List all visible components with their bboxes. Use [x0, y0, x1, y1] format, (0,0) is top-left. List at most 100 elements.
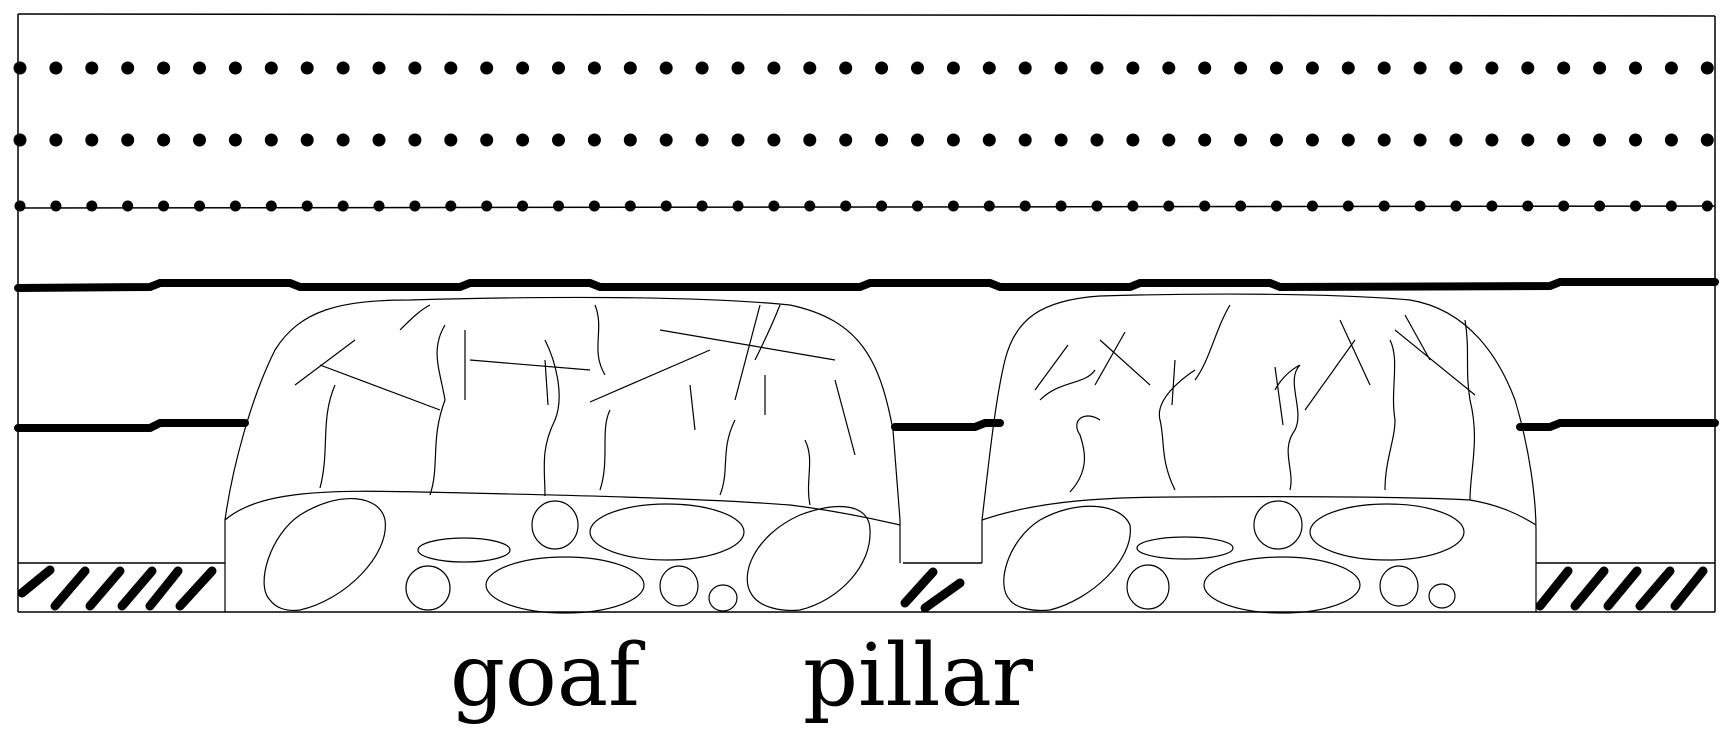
- sand-dot: [193, 133, 206, 147]
- sand-dot: [768, 200, 780, 212]
- sand-dot: [623, 61, 637, 75]
- sand-dot: [982, 61, 996, 75]
- sand-dot: [1449, 61, 1463, 75]
- sand-dot: [1414, 200, 1426, 212]
- upper-seam-line: [14, 278, 1719, 292]
- pillar-label: pillar: [803, 626, 1034, 726]
- sand-dot: [157, 61, 171, 75]
- sand-dot: [1019, 200, 1031, 212]
- sand-dot: [839, 133, 853, 147]
- sand-dot: [1306, 200, 1318, 212]
- goaf-label: goaf: [450, 626, 645, 726]
- sand-dot: [875, 133, 889, 147]
- sand-dot: [696, 200, 708, 212]
- sand-dot: [1235, 200, 1247, 212]
- sand-dot: [1701, 200, 1713, 212]
- coal-seam-lines: [14, 278, 1719, 432]
- sand-dot: [85, 61, 99, 75]
- sand-dot: [1413, 61, 1427, 75]
- sand-dot: [264, 133, 278, 147]
- sand-dot: [1700, 61, 1714, 75]
- sand-dot: [158, 200, 170, 212]
- sand-dot: [300, 133, 314, 147]
- sand-dot: [1341, 61, 1355, 75]
- sand-dot: [1341, 133, 1355, 147]
- sand-dot: [1593, 61, 1607, 75]
- sand-dot: [409, 200, 421, 212]
- pillar-hatching: [17, 565, 1708, 613]
- sand-dot: [587, 133, 601, 147]
- sand-dot: [517, 200, 529, 212]
- sand-dot: [49, 61, 63, 75]
- sand-dot: [1558, 200, 1570, 212]
- sand-dot: [122, 200, 134, 212]
- sand-dot: [1090, 133, 1104, 147]
- right-goaf-rubble-top: [981, 496, 1537, 526]
- sand-dot: [804, 200, 816, 212]
- sand-dot: [588, 200, 600, 212]
- lower-seam-left: [14, 419, 249, 432]
- sand-dot: [444, 61, 458, 75]
- sand-dot: [839, 61, 853, 75]
- sand-dot: [516, 61, 530, 75]
- sand-dot: [1234, 133, 1248, 147]
- sand-dot: [803, 61, 817, 75]
- sandstone-dot-layer: [13, 61, 1714, 212]
- sand-dot: [1126, 133, 1140, 147]
- sand-dot: [623, 133, 637, 147]
- sand-dot: [552, 133, 565, 147]
- sand-dot: [1521, 61, 1535, 75]
- sand-dot: [660, 200, 672, 212]
- sand-dot: [1377, 133, 1391, 147]
- sand-dot: [336, 61, 350, 75]
- sand-dot: [1485, 61, 1499, 75]
- sand-dot: [13, 61, 27, 75]
- sand-dot: [1522, 200, 1534, 212]
- sand-dot: [731, 133, 745, 147]
- sand-dot: [85, 133, 99, 147]
- sand-dot: [372, 61, 386, 75]
- sand-dot: [1270, 133, 1283, 147]
- sand-dot: [1485, 133, 1499, 147]
- sand-dot: [300, 61, 314, 75]
- sand-dot: [13, 133, 27, 147]
- sand-dot: [732, 200, 744, 212]
- sand-dot: [552, 61, 565, 75]
- sand-dot: [553, 200, 564, 212]
- strata-frame: [17, 13, 1716, 612]
- sand-dot: [911, 133, 924, 147]
- sand-dot: [659, 61, 673, 75]
- sand-dot: [1378, 200, 1390, 212]
- sand-dot: [1162, 61, 1176, 75]
- sand-dot: [480, 133, 494, 147]
- sand-dot: [767, 133, 781, 147]
- sand-dot: [264, 61, 278, 75]
- sand-dot: [946, 61, 960, 75]
- sand-dot: [193, 61, 206, 75]
- sand-dot: [480, 61, 494, 75]
- sand-dot: [444, 133, 458, 147]
- sand-dot: [1126, 61, 1140, 75]
- sand-dot: [947, 200, 959, 212]
- sand-dot: [1198, 133, 1212, 147]
- sand-dot: [982, 133, 996, 147]
- sand-dot: [1305, 133, 1319, 147]
- lower-seam-middle: [891, 419, 1004, 431]
- sand-dot: [803, 133, 817, 147]
- sand-dot: [1271, 200, 1282, 212]
- sand-dot: [1234, 61, 1248, 75]
- left-goaf-caving-zone: [224, 296, 901, 614]
- sand-dot: [229, 200, 241, 212]
- sand-dot: [516, 133, 530, 147]
- right-pillar-hatch: [1535, 566, 1708, 611]
- sand-dot: [1486, 200, 1498, 212]
- sand-dot: [695, 61, 709, 75]
- sand-dot: [228, 61, 242, 75]
- sand-dot: [1054, 133, 1068, 147]
- right-goaf-outline: [981, 293, 1537, 612]
- sand-dot: [265, 200, 277, 212]
- sand-dot: [731, 61, 745, 75]
- sand-dot: [983, 200, 995, 212]
- sand-dot: [1199, 200, 1211, 212]
- sand-dot: [1305, 61, 1319, 75]
